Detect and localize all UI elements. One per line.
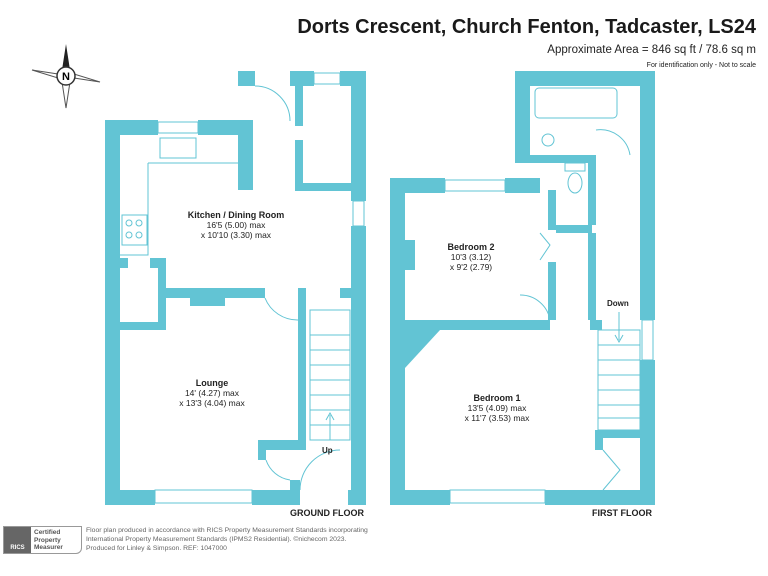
- compass-icon: [31, 44, 101, 109]
- first-floor-walls: [390, 71, 655, 505]
- room-dim: 10'3 (3.12): [450, 252, 492, 262]
- first-stairs: [597, 312, 641, 431]
- room-bedroom-1: Bedroom 1 13'5 (4.09) max x 11'7 (3.53) …: [465, 393, 530, 423]
- room-dim: 14' (4.27) max: [184, 388, 240, 398]
- room-dim: 16'5 (5.00) max: [206, 220, 266, 230]
- compass-north-label: N: [62, 71, 70, 83]
- room-dim: 13'5 (4.09) max: [467, 403, 527, 413]
- room-name: Lounge: [195, 378, 229, 388]
- room-kitchen-dining: Kitchen / Dining Room 16'5 (5.00) max x …: [188, 210, 285, 240]
- ground-stairs: [309, 309, 351, 441]
- room-dim: x 10'10 (3.30) max: [200, 230, 272, 240]
- ground-floor-label: GROUND FLOOR: [290, 508, 364, 518]
- first-floor-label: FIRST FLOOR: [592, 508, 652, 518]
- room-dim: x 11'7 (3.53) max: [464, 413, 530, 423]
- rics-logo: RICS: [4, 527, 31, 553]
- property-title: Dorts Crescent, Church Fenton, Tadcaster…: [297, 16, 756, 38]
- room-dim: x 13'3 (4.04) max: [179, 398, 245, 408]
- ground-floor-fixtures: [120, 72, 365, 504]
- ground-floor-walls: [105, 71, 366, 505]
- approximate-area: Approximate Area = 846 sq ft / 78.6 sq m: [547, 44, 756, 56]
- room-name: Bedroom 2: [447, 242, 495, 252]
- stairs-up-label: Up: [322, 446, 333, 455]
- first-floor-fixtures: [444, 87, 654, 504]
- room-name: Kitchen / Dining Room: [187, 210, 285, 220]
- room-lounge: Lounge 14' (4.27) max x 13'3 (4.04) max: [179, 378, 244, 408]
- disclaimer: For identification only - Not to scale: [646, 62, 756, 69]
- footer-note: Floor plan produced in accordance with R…: [86, 527, 368, 552]
- room-dim: x 9'2 (2.79): [449, 262, 493, 272]
- stairs-down-label: Down: [607, 299, 629, 308]
- room-bedroom-2: Bedroom 2 10'3 (3.12) x 9'2 (2.79): [447, 242, 494, 272]
- room-name: Bedroom 1: [473, 393, 521, 403]
